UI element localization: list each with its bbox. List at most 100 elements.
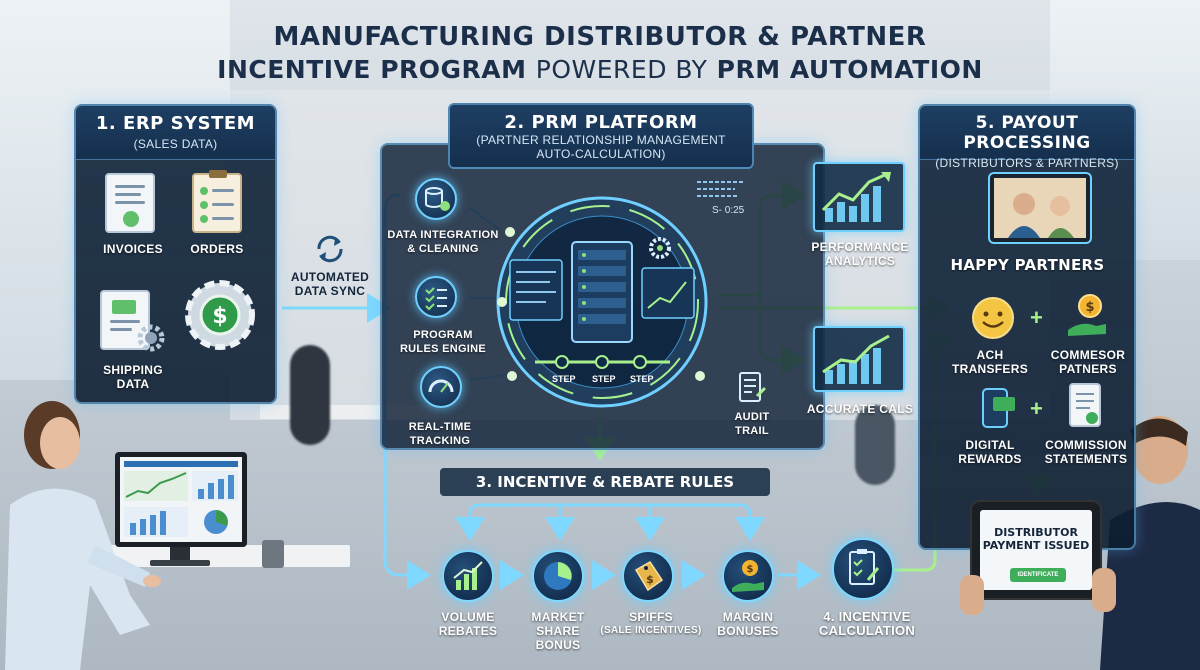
plus-icon-2: + xyxy=(1030,396,1043,421)
audit-line-2: TRAIL xyxy=(735,425,769,437)
digital-line-1: DIGITAL xyxy=(965,438,1015,452)
rule-4-line-2: BONUSES xyxy=(717,624,779,638)
rule-volume-rebates: VOLUME REBATES xyxy=(428,610,508,638)
ach-line-1: ACH xyxy=(976,348,1004,362)
sync-line-1: AUTOMATED xyxy=(290,270,370,284)
desk-monitor xyxy=(115,452,247,547)
rule-1-line-2: REBATES xyxy=(438,624,498,638)
prm-item-1-line-2: & CLEANING xyxy=(407,243,479,255)
audit-trail-label: AUDIT TRAIL xyxy=(722,410,782,438)
payout-item-digital: DIGITAL REWARDS xyxy=(950,438,1030,466)
payout-subtitle: (DISTRIBUTORS & PARTNERS) xyxy=(935,156,1119,170)
prm-item-real-time: REAL-TIME TRACKING xyxy=(395,420,485,448)
gauge-icon xyxy=(420,366,462,408)
erp-item-shipping: SHIPPING DATA xyxy=(88,363,178,391)
database-gear-icon xyxy=(415,178,457,220)
payout-item-commesor: COMMESOR PATNERS xyxy=(1040,348,1136,376)
pen-holder xyxy=(262,540,284,568)
payout-panel-header: 5. PAYOUT PROCESSING (DISTRIBUTORS & PAR… xyxy=(920,106,1134,170)
svg-text:$: $ xyxy=(212,304,227,329)
monitor-stand xyxy=(170,547,190,561)
margin-bonuses-icon: $ xyxy=(722,550,774,602)
incentive-calculation-icon xyxy=(832,538,894,600)
automated-data-sync-label: AUTOMATED DATA SYNC xyxy=(275,270,385,298)
step-label-2: STEP xyxy=(592,374,616,384)
svg-text:$: $ xyxy=(1085,300,1094,315)
calc-line-2: CALCULATION xyxy=(818,623,916,638)
commesor-line-2: PATNERS xyxy=(1059,362,1117,376)
rule-spiffs: SPIFFS (SALE INCENTIVES) xyxy=(596,610,706,638)
payout-item-statements: COMMISSION STATEMENTS xyxy=(1034,438,1138,466)
prm-panel-header: 2. PRM PLATFORM (PARTNER RELATIONSHIP MA… xyxy=(448,103,754,169)
prm-title: 2. PRM PLATFORM xyxy=(504,112,698,133)
rule-2-line-3: BONUS xyxy=(535,638,581,652)
incentive-rebate-rules-title: 3. INCENTIVE & REBATE RULES xyxy=(440,468,770,496)
plus-icon: + xyxy=(1030,305,1043,330)
partners-video-icon xyxy=(988,172,1092,244)
background-person xyxy=(290,345,330,445)
erp-subtitle: (SALES DATA) xyxy=(133,137,218,151)
performance-analytics-label: PERFORMANCE ANALYTICS xyxy=(800,240,920,268)
payment-issued-text: DISTRIBUTOR PAYMENT ISSUED xyxy=(980,526,1092,552)
erp-item-orders: ORDERS xyxy=(190,242,244,256)
audit-trail-icon xyxy=(739,372,767,402)
spiffs-tag-icon: $ xyxy=(622,550,674,602)
main-subtitle: INCENTIVE PROGRAM POWERED BY PRM AUTOMAT… xyxy=(0,55,1200,84)
code-lines-icon xyxy=(697,181,743,197)
commesor-line-1: COMMESOR xyxy=(1050,348,1126,362)
svg-text:$: $ xyxy=(747,564,754,575)
ach-line-2: TRANSFERS xyxy=(951,362,1029,376)
tablet-screen: DISTRIBUTOR PAYMENT ISSUED IDENTIFICATE xyxy=(980,510,1092,590)
rule-margin-bonuses: MARGIN BONUSES xyxy=(708,610,788,638)
commission-statement-icon xyxy=(1069,383,1101,427)
accurate-calcs-icon xyxy=(813,326,905,392)
tablet-line-2: PAYMENT ISSUED xyxy=(982,539,1090,552)
monitor-dashboard-graphic xyxy=(124,461,238,537)
sync-line-2: DATA SYNC xyxy=(294,284,366,298)
prm-item-2-line-2: RULES ENGINE xyxy=(399,343,487,355)
prm-central-hub-graphic xyxy=(496,196,708,408)
prm-item-3-line-2: TRACKING xyxy=(409,435,471,447)
sync-icon xyxy=(317,235,343,263)
rule-4-line-1: MARGIN xyxy=(722,610,774,624)
prm-subtitle-1: (PARTNER RELATIONSHIP MANAGEMENT xyxy=(476,133,726,147)
step-label-3: STEP xyxy=(630,374,654,384)
rule-1-line-1: VOLUME xyxy=(441,610,495,624)
main-title: MANUFACTURING DISTRIBUTOR & PARTNER xyxy=(273,22,927,52)
rule-market-share: MARKET SHARE BONUS xyxy=(518,610,598,652)
tablet-line-1: DISTRIBUTOR xyxy=(994,526,1078,539)
payout-item-ach: ACH TRANSFERS xyxy=(950,348,1030,376)
right-hand xyxy=(1092,568,1116,612)
timer-readout: S- 0:25 xyxy=(712,205,745,216)
happy-partners-label: HAPPY PARTNERS xyxy=(950,256,1105,274)
small-gear-icon xyxy=(137,324,165,352)
left-hand xyxy=(960,575,984,615)
volume-rebates-icon xyxy=(442,550,494,602)
digital-line-2: REWARDS xyxy=(958,452,1022,466)
rule-3-line-1: SPIFFS xyxy=(629,610,673,624)
rule-2-line-1: MARKET xyxy=(531,610,585,624)
prm-item-rules-engine: PROGRAM RULES ENGINE xyxy=(384,328,502,356)
shipping-line-1: SHIPPING xyxy=(103,363,163,377)
erp-title: 1. ERP SYSTEM xyxy=(95,113,256,134)
payment-tablet: DISTRIBUTOR PAYMENT ISSUED IDENTIFICATE xyxy=(970,500,1102,600)
invoice-icon xyxy=(105,173,155,233)
smile-icon xyxy=(972,297,1014,339)
identificate-button[interactable]: IDENTIFICATE xyxy=(1010,568,1066,582)
subtitle-part-1: INCENTIVE PROGRAM xyxy=(217,55,527,84)
subtitle-part-2: POWERED BY xyxy=(535,55,708,84)
rule-3-line-2: (SALE INCENTIVES) xyxy=(600,625,702,636)
erp-item-invoices: INVOICES xyxy=(103,242,163,256)
statements-line-2: STATEMENTS xyxy=(1044,452,1128,466)
shipping-line-2: DATA xyxy=(116,377,150,391)
prm-item-3-line-1: REAL-TIME xyxy=(408,421,472,433)
step-label-1: STEP xyxy=(552,374,576,384)
woman-at-desk-figure xyxy=(5,401,161,670)
prm-item-data-integration: DATA INTEGRATION & CLEANING xyxy=(384,228,502,256)
incentive-calculation-label: 4. INCENTIVE CALCULATION xyxy=(808,610,926,638)
prm-subtitle-2: AUTO-CALCULATION) xyxy=(536,147,666,161)
checklist-icon xyxy=(415,276,457,318)
calc-line-1: 4. INCENTIVE xyxy=(823,609,911,624)
background-person-right xyxy=(855,405,895,485)
audit-line-1: AUDIT xyxy=(734,411,770,423)
